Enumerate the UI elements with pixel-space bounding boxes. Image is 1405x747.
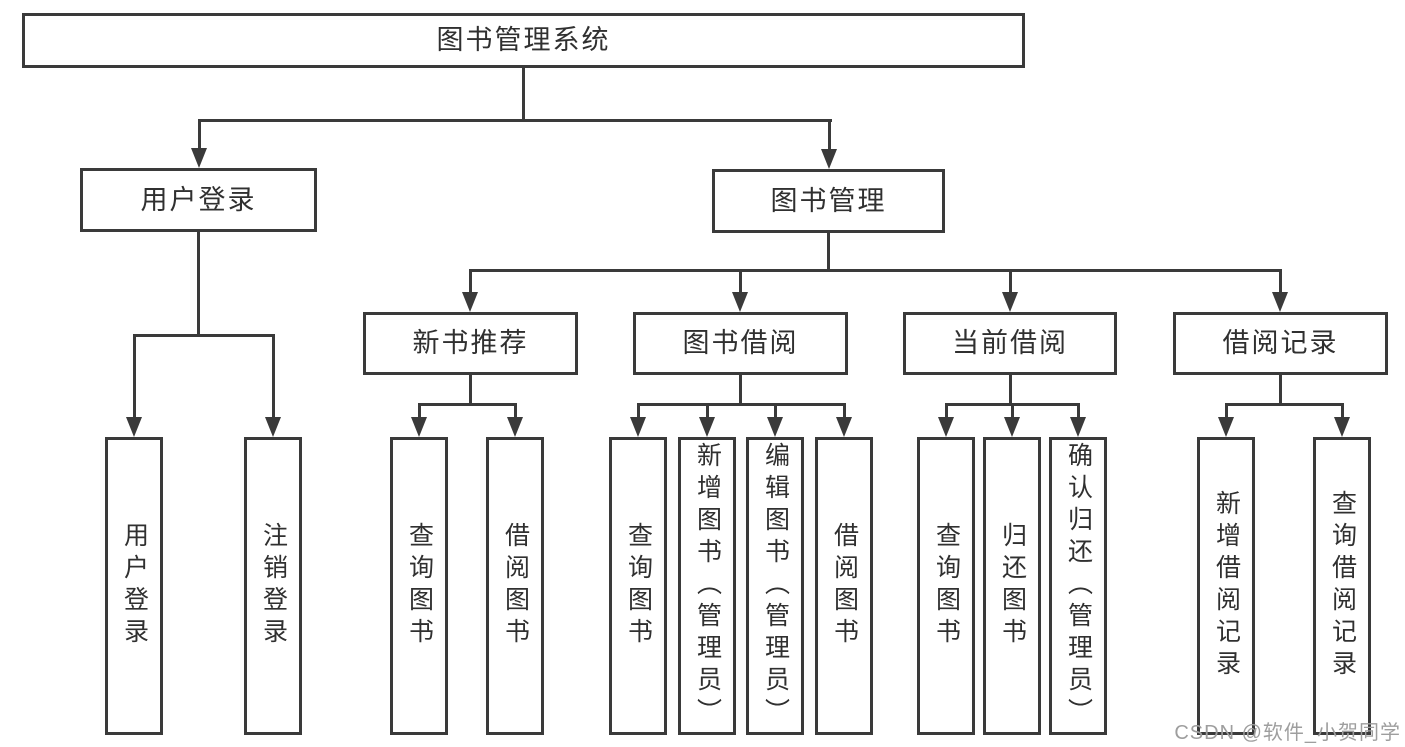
node-label: 用户登录 — [140, 184, 257, 215]
arrow-down-icon — [507, 417, 523, 437]
leaf-confirm-return-admin: 确认归还（管理员） — [1049, 437, 1107, 735]
leaf-user-login: 用户登录 — [105, 437, 163, 735]
connector-hline — [418, 403, 517, 406]
connector-vline — [739, 269, 742, 294]
arrow-down-icon — [1002, 292, 1018, 312]
leaf-label: 用户登录 — [120, 522, 149, 650]
connector-vline — [522, 68, 525, 121]
arrow-down-icon — [767, 417, 783, 437]
connector-vline — [945, 403, 948, 419]
node-label: 新书推荐 — [412, 328, 529, 358]
connector-vline — [828, 119, 831, 151]
leaf-borrow-books: 借阅图书 — [815, 437, 873, 735]
arrow-down-icon — [836, 417, 852, 437]
node-label: 借阅记录 — [1222, 328, 1339, 358]
connector-hline — [133, 334, 275, 337]
arrow-down-icon — [938, 417, 954, 437]
arrow-down-icon — [732, 292, 748, 312]
leaf-logout: 注销登录 — [244, 437, 302, 735]
node-book-management: 图书管理 — [712, 169, 945, 233]
connector-vline — [1279, 269, 1282, 294]
leaf-label: 借阅图书 — [501, 522, 530, 650]
leaf-query-books-recommend: 查询图书 — [390, 437, 448, 735]
node-label: 当前借阅 — [952, 328, 1068, 358]
connector-vline — [1225, 403, 1228, 419]
arrow-down-icon — [1334, 417, 1350, 437]
connector-vline — [637, 403, 640, 419]
arrow-down-icon — [265, 417, 281, 437]
connector-vline — [514, 403, 517, 419]
node-borrowing-records: 借阅记录 — [1173, 312, 1388, 375]
leaf-label: 查询图书 — [932, 522, 961, 650]
connector-vline — [1077, 403, 1080, 419]
connector-vline — [1011, 403, 1014, 419]
connector-vline — [1279, 375, 1282, 406]
node-label: 图书管理系统 — [436, 25, 611, 55]
arrow-down-icon — [1004, 417, 1020, 437]
leaf-query-books-current: 查询图书 — [917, 437, 975, 735]
leaf-edit-book-admin: 编辑图书（管理员） — [746, 437, 804, 735]
leaf-label: 查询图书 — [405, 522, 434, 650]
leaf-label: 查询图书 — [624, 522, 653, 650]
leaf-label: 确认归还（管理员） — [1064, 442, 1093, 730]
connector-vline — [272, 334, 275, 419]
arrow-down-icon — [191, 148, 207, 168]
node-current-borrowing: 当前借阅 — [903, 312, 1117, 375]
node-user-login: 用户登录 — [80, 168, 317, 232]
watermark-text: CSDN @软件_小贺同学 — [1174, 722, 1401, 744]
node-label: 图书管理 — [770, 185, 887, 216]
leaf-label: 新增图书（管理员） — [693, 442, 722, 730]
connector-vline — [469, 375, 472, 406]
leaf-add-book-admin: 新增图书（管理员） — [678, 437, 736, 735]
leaf-label: 注销登录 — [259, 522, 288, 650]
connector-vline — [1009, 375, 1012, 406]
arrow-down-icon — [1272, 292, 1288, 312]
connector-hline — [637, 403, 846, 406]
connector-hline — [1225, 403, 1344, 406]
connector-vline — [774, 403, 777, 419]
arrow-down-icon — [630, 417, 646, 437]
connector-vline — [133, 334, 136, 419]
node-library-management-system: 图书管理系统 — [22, 13, 1025, 68]
connector-vline — [827, 233, 830, 272]
connector-vline — [1009, 269, 1012, 294]
connector-vline — [198, 119, 201, 150]
connector-vline — [469, 269, 472, 294]
arrow-down-icon — [1070, 417, 1086, 437]
connector-vline — [739, 375, 742, 406]
leaf-label: 新增借阅记录 — [1212, 490, 1241, 682]
connector-vline — [418, 403, 421, 419]
leaf-add-borrow-record: 新增借阅记录 — [1197, 437, 1255, 735]
node-book-borrowing: 图书借阅 — [633, 312, 848, 375]
connector-vline — [843, 403, 846, 419]
arrow-down-icon — [411, 417, 427, 437]
leaf-query-borrow-record: 查询借阅记录 — [1313, 437, 1371, 735]
node-new-book-recommendation: 新书推荐 — [363, 312, 578, 375]
arrow-down-icon — [126, 417, 142, 437]
connector-hline — [198, 119, 832, 122]
leaf-label: 编辑图书（管理员） — [761, 442, 790, 730]
arrow-down-icon — [821, 149, 837, 169]
leaf-label: 查询借阅记录 — [1328, 490, 1357, 682]
connector-vline — [1341, 403, 1344, 419]
leaf-query-books-borrowing: 查询图书 — [609, 437, 667, 735]
arrow-down-icon — [699, 417, 715, 437]
leaf-return-book: 归还图书 — [983, 437, 1041, 735]
connector-hline — [469, 269, 1282, 272]
node-label: 图书借阅 — [682, 328, 799, 358]
connector-vline — [197, 232, 200, 337]
leaf-borrow-books-recommend: 借阅图书 — [486, 437, 544, 735]
leaf-label: 归还图书 — [998, 522, 1027, 650]
connector-vline — [706, 403, 709, 419]
leaf-label: 借阅图书 — [830, 522, 859, 650]
arrow-down-icon — [1218, 417, 1234, 437]
arrow-down-icon — [462, 292, 478, 312]
